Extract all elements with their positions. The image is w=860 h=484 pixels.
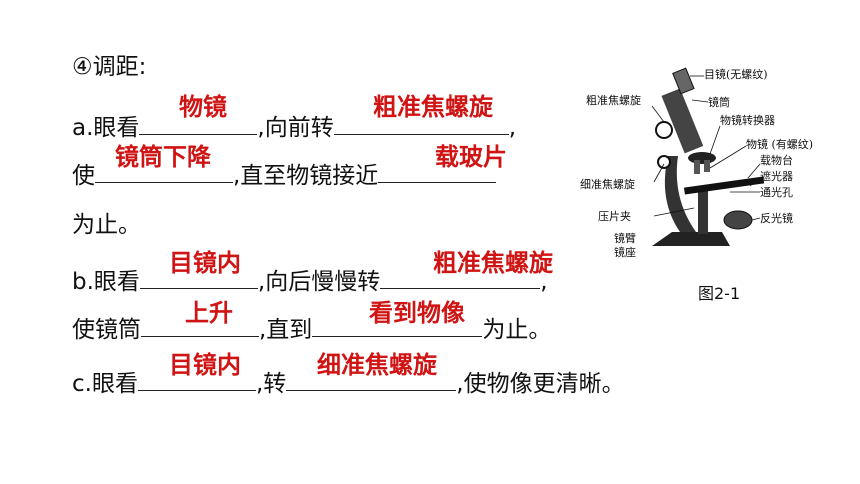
blank-a2[interactable] [333, 112, 509, 135]
b-tail: 为止。 [482, 317, 552, 343]
mirror-shape [723, 210, 753, 230]
answer-c1: 目镜内 [166, 350, 244, 380]
objective-shape-2 [704, 160, 710, 172]
answer-a1: 物镜 [176, 92, 230, 122]
blank-b3[interactable] [141, 314, 259, 337]
answer-b1: 目镜内 [166, 248, 244, 278]
blank-c1[interactable] [137, 368, 256, 391]
figure-caption: 图2-1 [698, 284, 741, 303]
label-arm: 镜臂 [614, 231, 636, 245]
b-prefix2: 使镜筒 [72, 317, 141, 343]
objective-shape [694, 160, 700, 174]
label-mirror: 反光镜 [760, 211, 793, 225]
fine-knob [657, 155, 671, 169]
step-title: ④调距: [72, 54, 147, 80]
label-coarse: 粗准焦螺旋 [586, 93, 641, 107]
answer-a4: 载玻片 [432, 142, 510, 172]
answer-a3: 镜筒下降 [112, 142, 214, 172]
blank-c2[interactable] [286, 368, 457, 391]
blank-a3[interactable] [95, 160, 233, 183]
microscope-diagram: 目镜(无螺纹) 粗准焦螺旋 镜筒 物镜转换器 物镜 (有螺纹) 载物台 遮光器 … [580, 67, 813, 259]
a-end1: , [508, 115, 517, 141]
answer-a2: 粗准焦螺旋 [370, 92, 496, 122]
base-shape [652, 232, 730, 246]
a-tail: 为止。 [72, 212, 141, 238]
a-mid1: ,向前转 [257, 115, 334, 141]
a-prefix: a.眼看 [72, 115, 140, 141]
a-mid2: ,直至物镜接近 [233, 163, 379, 189]
b-end1: , [540, 269, 548, 295]
label-fine: 细准焦螺旋 [580, 177, 635, 191]
pillar-shape [698, 188, 708, 234]
c-tail: ,使物像更清晰。 [456, 371, 625, 397]
line-c: c.眼看 ,转 ,使物像更清晰。 [72, 368, 625, 399]
label-objective: 物镜 (有螺纹) [746, 137, 813, 151]
c-mid1: ,转 [255, 371, 287, 397]
line-a2: 使 ,直至物镜接近 [72, 160, 497, 191]
b-mid2: ,直到 [259, 317, 313, 343]
coarse-knob [655, 121, 673, 139]
b-prefix: b.眼看 [72, 269, 140, 295]
label-clip: 压片夹 [598, 210, 631, 223]
tube-shape [661, 88, 704, 154]
label-stage: 载物台 [760, 153, 793, 167]
a-prefix2: 使 [72, 163, 95, 189]
blank-b1[interactable] [139, 266, 258, 289]
label-aperture: 通光孔 [760, 185, 793, 199]
answer-b2: 粗准焦螺旋 [430, 248, 556, 278]
line-a1: a.眼看 ,向前转, [72, 112, 516, 143]
label-diaphragm: 遮光器 [760, 169, 793, 183]
line-b2: 使镜筒 ,直到 为止。 [72, 314, 551, 345]
eyepiece-shape [672, 67, 695, 95]
answer-b3: 上升 [182, 298, 236, 328]
blank-b2[interactable] [380, 266, 541, 289]
label-tube: 镜筒 [708, 95, 730, 109]
label-base: 镜座 [614, 245, 636, 259]
blank-b4[interactable] [312, 314, 483, 337]
answer-b4: 看到物像 [366, 298, 468, 328]
arm-shape [664, 156, 696, 232]
blank-a4[interactable] [378, 160, 497, 183]
b-mid1: ,向后慢慢转 [257, 269, 381, 295]
label-nosepiece: 物镜转换器 [720, 113, 775, 127]
line-b1: b.眼看 ,向后慢慢转, [72, 266, 548, 297]
nosepiece-shape [688, 152, 716, 164]
stage-shape [683, 176, 765, 195]
c-prefix: c.眼看 [72, 371, 138, 397]
answer-c2: 细准焦螺旋 [314, 350, 440, 380]
blank-a1[interactable] [139, 112, 258, 135]
label-eyepiece: 目镜(无螺纹) [704, 67, 768, 81]
